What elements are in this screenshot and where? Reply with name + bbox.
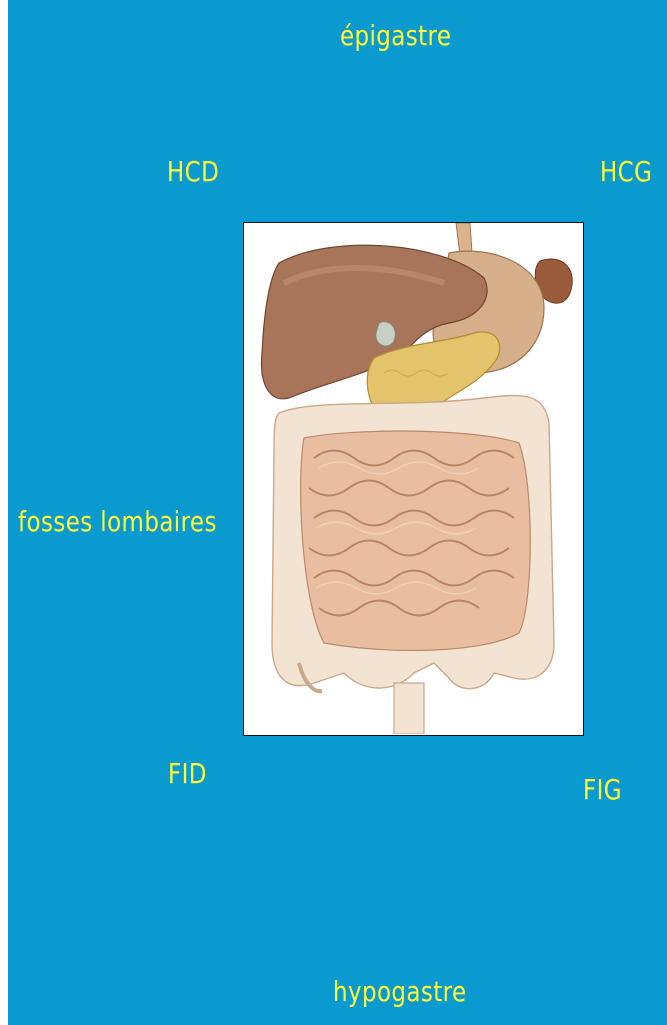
label-fosses-lombaires: fosses lombaires <box>18 508 217 536</box>
label-hcd: HCD <box>167 158 219 186</box>
label-epigastre: épigastre <box>340 22 451 50</box>
anatomy-figure <box>243 222 584 736</box>
label-fid: FID <box>168 760 207 788</box>
label-hypogastre: hypogastre <box>333 978 467 1006</box>
digestive-system-illustration-icon <box>244 223 582 734</box>
label-fig: FIG <box>583 776 622 804</box>
label-hcg: HCG <box>600 158 652 186</box>
left-edge-strip <box>0 0 8 1025</box>
